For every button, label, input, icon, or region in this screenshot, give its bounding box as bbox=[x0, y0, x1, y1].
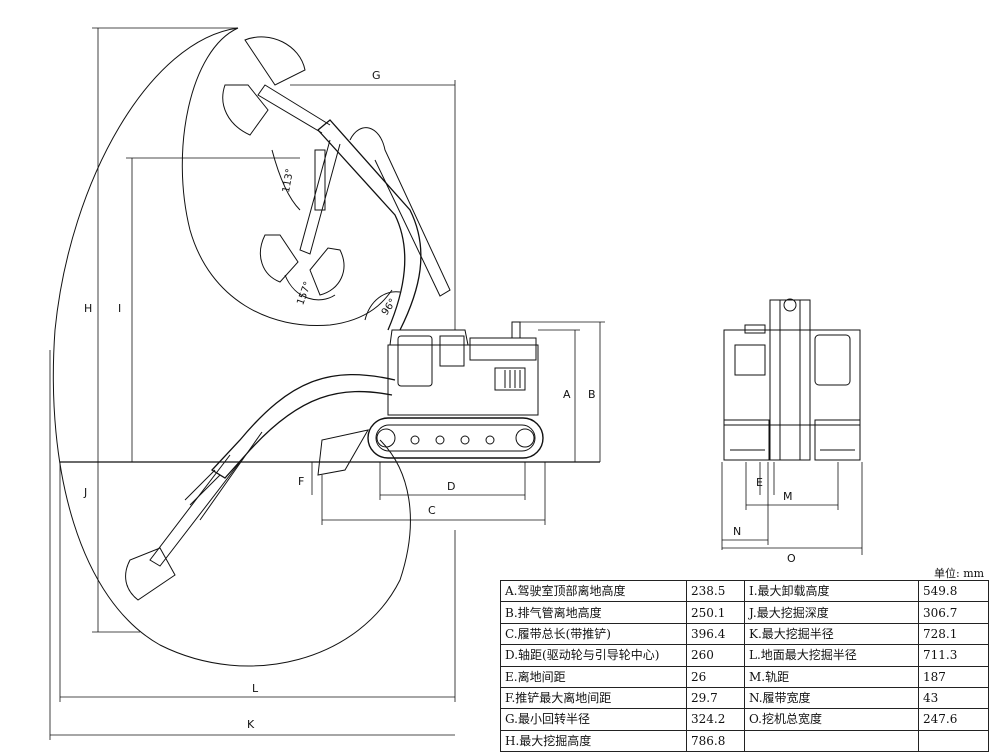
spec-right-label: M.轨距 bbox=[744, 665, 919, 688]
angle-label-lower: 96° bbox=[380, 297, 399, 318]
spec-right-value: 306.7 bbox=[918, 601, 989, 624]
dim-letter-E: E bbox=[756, 476, 763, 489]
spec-right-value: 43 bbox=[918, 686, 989, 710]
dimension-lines bbox=[49, 27, 863, 740]
angle-label-middle: 157° bbox=[295, 280, 314, 306]
spec-left-value: 786.8 bbox=[686, 729, 745, 752]
spec-left-value: 250.1 bbox=[686, 601, 745, 624]
spec-right-label: L.地面最大挖掘半径 bbox=[744, 644, 919, 667]
spec-right-value bbox=[918, 729, 989, 752]
spec-right-label: I.最大卸载高度 bbox=[744, 579, 919, 603]
spec-right-value: 247.6 bbox=[918, 708, 989, 731]
dim-letter-L: L bbox=[252, 682, 259, 695]
dim-letter-F: F bbox=[298, 475, 304, 488]
spec-left-label: G.最小回转半径 bbox=[500, 708, 687, 731]
spec-right-label bbox=[744, 729, 919, 752]
spec-right-value: 711.3 bbox=[918, 644, 989, 667]
spec-left-value: 324.2 bbox=[686, 708, 745, 731]
spec-right-value: 187 bbox=[918, 665, 989, 688]
spec-left-value: 238.5 bbox=[686, 579, 745, 603]
front-view-excavator bbox=[723, 298, 861, 461]
side-view-excavator bbox=[125, 36, 544, 601]
spec-right-value: 549.8 bbox=[918, 579, 989, 603]
angle-arc-middle bbox=[284, 274, 336, 301]
spec-right-label: O.挖机总宽度 bbox=[744, 708, 919, 731]
dim-letter-J: J bbox=[83, 486, 87, 499]
dim-letter-K: K bbox=[247, 718, 255, 731]
spec-right-label: J.最大挖掘深度 bbox=[744, 601, 919, 624]
dim-letter-A: A bbox=[563, 388, 571, 401]
spec-right-label: K.最大挖掘半径 bbox=[744, 622, 919, 646]
angle-arc-lower bbox=[364, 291, 401, 321]
angle-label-upper: 113° bbox=[281, 168, 296, 194]
spec-left-value: 29.7 bbox=[686, 686, 745, 710]
working-envelope-outer bbox=[52, 27, 411, 667]
spec-left-label: F.推铲最大离地间距 bbox=[500, 686, 687, 710]
dim-letter-I: I bbox=[118, 302, 121, 315]
dim-letter-G: G bbox=[372, 69, 381, 82]
working-envelope-inner bbox=[181, 27, 393, 327]
dim-letter-N: N bbox=[733, 525, 741, 538]
spec-left-label: E.离地间距 bbox=[500, 665, 687, 688]
dim-letter-O: O bbox=[787, 552, 796, 565]
spec-left-value: 260 bbox=[686, 644, 745, 667]
dim-letter-C: C bbox=[428, 504, 436, 517]
spec-right-label: N.履带宽度 bbox=[744, 686, 919, 710]
spec-left-value: 26 bbox=[686, 665, 745, 688]
dim-letter-H: H bbox=[84, 302, 92, 315]
spec-right-value: 728.1 bbox=[918, 622, 989, 646]
unit-label: 单位: mm bbox=[934, 567, 985, 580]
dim-letter-M: M bbox=[783, 490, 793, 503]
dim-letter-B: B bbox=[588, 388, 596, 401]
spec-left-label: C.履带总长(带推铲) bbox=[500, 622, 687, 646]
spec-left-value: 396.4 bbox=[686, 622, 745, 646]
spec-left-label: A.驾驶室顶部离地高度 bbox=[500, 579, 687, 603]
spec-left-label: B.排气管离地高度 bbox=[500, 601, 687, 624]
spec-left-label: H.最大挖掘高度 bbox=[500, 729, 687, 752]
spec-left-label: D.轴距(驱动轮与引导轮中心) bbox=[500, 644, 687, 667]
dim-letter-D: D bbox=[447, 480, 455, 493]
